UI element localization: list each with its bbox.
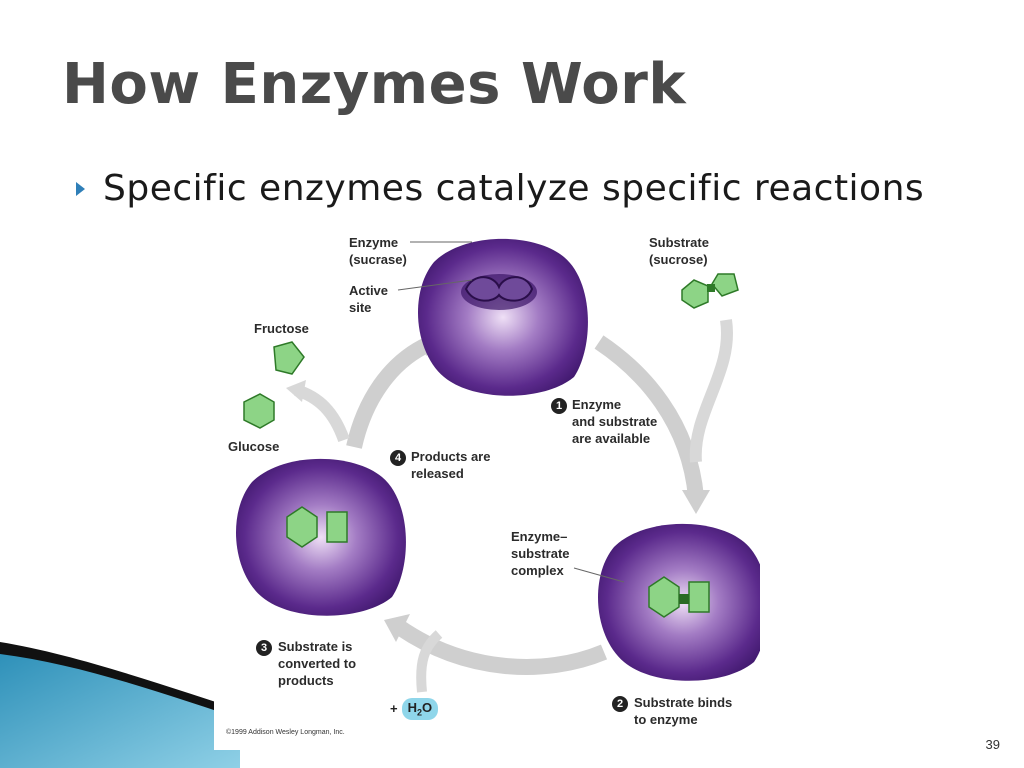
label-fructose: Fructose xyxy=(254,321,309,336)
label-complex-line2: substrate xyxy=(511,546,570,561)
enzyme-cycle-diagram: Enzyme (sucrase) Active site Substrate (… xyxy=(214,222,760,750)
water-pill: H2O xyxy=(401,698,439,720)
step-4-text: Products are released xyxy=(411,448,490,482)
cycle-arrow-3 xyxy=(346,336,433,449)
step-3-number: 3 xyxy=(256,640,272,656)
water-sub: 2 xyxy=(416,707,422,718)
label-complex: Enzyme– substrate complex xyxy=(511,528,570,579)
enzyme-complex xyxy=(598,523,760,681)
label-active-line1: Active xyxy=(349,283,389,298)
label-enzyme: Enzyme (sucrase) xyxy=(349,234,407,268)
water-o: O xyxy=(422,700,433,715)
step-4-number: 4 xyxy=(390,450,406,466)
label-substrate-line2: (sucrose) xyxy=(649,252,708,267)
bullet-text: Specific enzymes catalyze specific react… xyxy=(103,168,925,209)
label-active-site: Active site xyxy=(349,282,388,316)
step-3-line1: Substrate is xyxy=(278,639,353,654)
step-3-line2: converted to xyxy=(278,656,357,671)
step-2-line1: Substrate binds xyxy=(634,695,733,710)
fructose-molecule xyxy=(273,341,305,375)
label-substrate-line1: Substrate xyxy=(649,235,709,250)
cycle-arrow-1 xyxy=(594,335,704,498)
bullet-arrow-icon xyxy=(76,181,85,196)
label-enzyme-line1: Enzyme xyxy=(349,235,399,250)
step-1-text: Enzyme and substrate are available xyxy=(572,396,657,447)
water-label: + H2O xyxy=(390,698,439,720)
step-1-number: 1 xyxy=(551,398,567,414)
slide-title: How Enzymes Work xyxy=(62,52,687,117)
step-2-line2: to enzyme xyxy=(634,712,698,727)
step-3-text: Substrate is converted to products xyxy=(278,638,356,689)
step-1-line1: Enzyme xyxy=(572,397,622,412)
step-4-line1: Products are xyxy=(411,449,491,464)
step-4-line2: released xyxy=(411,466,464,481)
label-substrate: Substrate (sucrose) xyxy=(649,234,709,268)
step-1-line2: and substrate xyxy=(572,414,658,429)
label-complex-line3: complex xyxy=(511,563,564,578)
step-2-text: Substrate binds to enzyme xyxy=(634,694,732,728)
enzyme-top xyxy=(417,238,588,396)
page-number: 39 xyxy=(985,737,1000,752)
step-1-line3: are available xyxy=(572,431,651,446)
products-arrow xyxy=(294,384,350,443)
substrate-arrow xyxy=(689,319,733,463)
enzyme-products xyxy=(235,458,406,616)
copyright-text: ©1999 Addison Wesley Longman, Inc. xyxy=(226,729,345,736)
step-3-line3: products xyxy=(278,673,334,688)
label-active-line2: site xyxy=(349,300,372,315)
label-glucose: Glucose xyxy=(228,439,280,454)
glucose-molecule xyxy=(243,393,275,429)
cycle-arrow-2 xyxy=(394,620,608,675)
step-2-number: 2 xyxy=(612,696,628,712)
bullet-item: Specific enzymes catalyze specific react… xyxy=(76,168,924,209)
diagram-graphics xyxy=(235,238,760,693)
water-plus: + xyxy=(390,701,398,717)
label-enzyme-line2: (sucrase) xyxy=(349,252,407,267)
water-arrow xyxy=(416,630,443,693)
water-h: H xyxy=(407,700,417,715)
sucrose-molecule xyxy=(681,273,739,309)
label-complex-line1: Enzyme– xyxy=(511,529,568,544)
